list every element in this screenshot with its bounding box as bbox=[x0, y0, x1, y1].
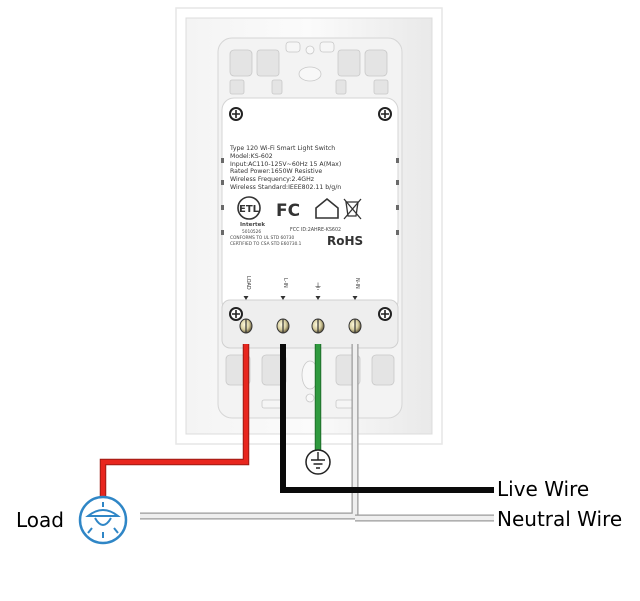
terminal-screws bbox=[239, 318, 362, 334]
indoor-use-house-icon bbox=[315, 197, 339, 219]
fcc-icon: FC bbox=[276, 201, 300, 221]
terminal-arrows bbox=[243, 296, 358, 300]
terminal-label-ground: ⏚ bbox=[314, 282, 322, 291]
load-wire bbox=[99, 344, 250, 496]
ground-icon bbox=[305, 449, 331, 475]
weee-crossed-bin-icon bbox=[343, 198, 362, 220]
screw-icon bbox=[378, 107, 392, 121]
live-wire-label: Live Wire bbox=[497, 477, 590, 501]
terminal-label-load: LOAD bbox=[245, 276, 251, 290]
terminal-label-n-in: N-IN bbox=[354, 278, 360, 289]
fcc-id: FCC ID:2AHRE-KS602 bbox=[290, 228, 342, 233]
intertek-label: Intertek bbox=[240, 222, 266, 228]
spec-label: Type 120 Wi-Fi Smart Light Switch Model:… bbox=[230, 145, 390, 192]
neutral-wire-label: Neutral Wire bbox=[497, 507, 623, 531]
intertek-number: 5010526 bbox=[242, 230, 262, 235]
spec-line-input: Input:AC110-125V~60Hz 15 A(Max) bbox=[230, 160, 342, 168]
spec-line-type: Type 120 Wi-Fi Smart Light Switch bbox=[230, 145, 336, 152]
etl-listed-icon: ETL bbox=[237, 196, 261, 220]
screw-icon bbox=[378, 307, 392, 321]
svg-text:FC: FC bbox=[276, 201, 300, 221]
light-bulb-icon bbox=[78, 495, 128, 545]
screw-icon bbox=[229, 307, 243, 321]
mounting-screws bbox=[229, 107, 392, 321]
spec-line-frequency: Wireless Frequency:2.4GHz bbox=[230, 176, 314, 184]
conforms-text: CONFORMS TO UL STD 60730 bbox=[230, 236, 295, 241]
spec-line-standard: Wireless Standard:IEEE802.11 b/g/n bbox=[230, 183, 342, 191]
terminal-label-l-in: L-IN bbox=[282, 278, 288, 288]
spec-line-power: Rated Power:1650W Resistive bbox=[230, 168, 323, 176]
spec-line-model: Model:KS-602 bbox=[230, 152, 273, 160]
rohs-mark: RoHS bbox=[327, 234, 364, 248]
svg-text:ETL: ETL bbox=[239, 204, 260, 215]
live-wire bbox=[280, 344, 494, 493]
certified-text: CERTIFIED TO CSA STD E60730.1 bbox=[230, 242, 302, 247]
neutral-wire bbox=[140, 344, 494, 522]
screw-icon bbox=[229, 107, 243, 121]
load-label: Load bbox=[16, 508, 64, 532]
